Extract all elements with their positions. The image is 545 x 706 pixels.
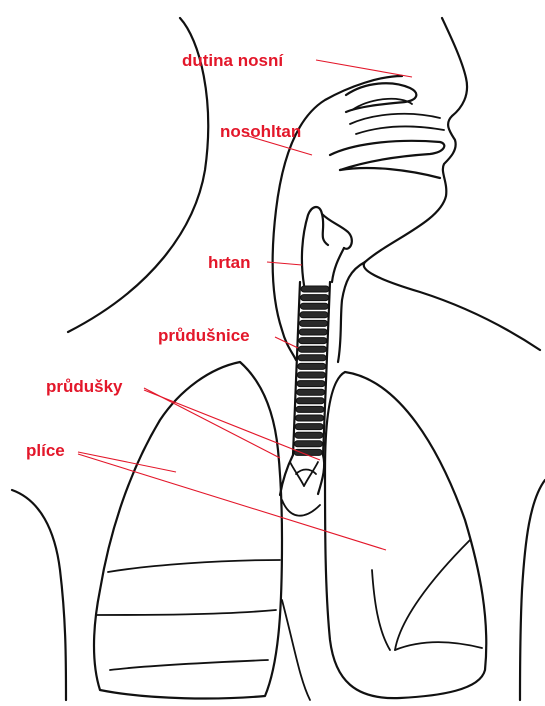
left-shoulder-arm — [12, 490, 66, 700]
tongue-jaw — [340, 168, 440, 178]
right-lung — [325, 372, 486, 698]
trachea-ring — [296, 398, 324, 404]
right-lung-fissure-2 — [372, 570, 390, 650]
head-neck-outline — [68, 18, 540, 362]
throat-front-line — [338, 262, 365, 362]
label-trachea: průdušnice — [158, 326, 250, 345]
diaphragm-center — [282, 600, 310, 700]
throat-outer-left — [273, 76, 402, 360]
right-bronchus — [318, 455, 324, 494]
trachea-ring — [300, 312, 328, 318]
left-bronchus — [280, 455, 293, 495]
trachea-ring — [295, 424, 323, 430]
trachea-ring — [299, 338, 327, 344]
trachea-ring — [297, 381, 325, 387]
trachea-ring — [296, 415, 324, 421]
larynx-left-wall — [302, 207, 328, 285]
label-lungs: plíce — [26, 441, 65, 460]
left-lung-base — [110, 660, 268, 670]
trachea-ring — [294, 441, 322, 447]
leader-lungs-2 — [78, 454, 386, 550]
leader-trachea — [275, 337, 298, 348]
larynx-right-wall — [332, 248, 344, 282]
nasal-concha-2 — [350, 114, 440, 124]
trachea-ring — [301, 286, 329, 292]
trachea-ring — [298, 355, 326, 361]
trachea-rings — [293, 282, 330, 455]
trachea-ring — [298, 346, 326, 352]
label-nasopharynx: nosohltan — [220, 122, 301, 141]
trachea-ring — [295, 432, 323, 438]
label-larynx: hrtan — [208, 253, 251, 272]
right-lung-fissure — [395, 540, 470, 650]
left-lung-fissure-lower — [96, 610, 276, 615]
leader-nasal-cavity — [316, 60, 412, 77]
trachea-ring — [296, 406, 324, 412]
trachea-ring — [297, 389, 325, 395]
trachea-ring — [298, 363, 326, 369]
trachea-ring — [294, 449, 322, 455]
trachea-ring — [301, 295, 329, 301]
label-nasal-cavity: dutina nosní — [182, 51, 284, 70]
left-lung-outline — [94, 362, 282, 698]
right-shoulder-arm — [520, 480, 545, 700]
left-lung-fissure-upper — [108, 560, 280, 572]
nasal-concha-3 — [356, 127, 444, 134]
bronchi-shape — [280, 455, 324, 495]
mediastinum-line — [282, 500, 320, 516]
right-lung-fissure-3 — [395, 642, 482, 650]
trachea-ring — [300, 320, 328, 326]
trachea-ring — [300, 303, 328, 309]
label-bronchi: průdušky — [46, 377, 123, 396]
hard-palate — [330, 141, 444, 170]
trachea-ring — [297, 372, 325, 378]
right-lung-outline — [325, 372, 486, 698]
trachea-ring — [299, 329, 327, 335]
face-profile-line — [364, 18, 540, 350]
left-lung — [94, 362, 282, 698]
